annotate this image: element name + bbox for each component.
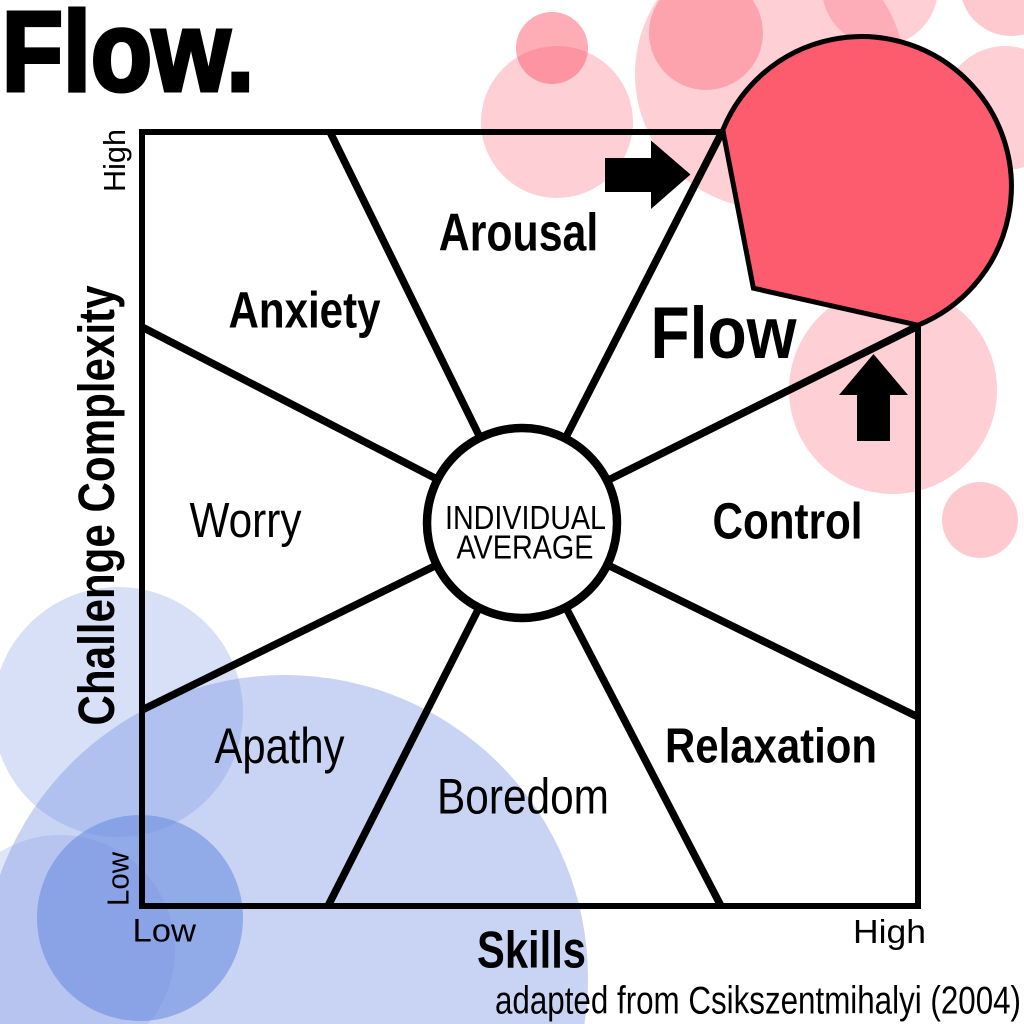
svg-text:Worry: Worry: [190, 494, 302, 548]
svg-text:AVERAGE: AVERAGE: [457, 529, 594, 566]
svg-text:adapted from Csikszentmihalyi: adapted from Csikszentmihalyi (2004): [495, 980, 1021, 1023]
svg-text:Low: Low: [133, 913, 197, 949]
svg-text:Flow.: Flow.: [2, 0, 254, 115]
svg-text:Apathy: Apathy: [215, 718, 345, 774]
svg-text:Boredom: Boredom: [437, 769, 609, 825]
svg-text:INDIVIDUAL: INDIVIDUAL: [445, 500, 606, 537]
svg-text:Challenge Complexity: Challenge Complexity: [68, 285, 125, 726]
svg-text:Control: Control: [713, 493, 863, 550]
svg-text:High: High: [853, 913, 926, 950]
svg-text:Low: Low: [101, 851, 136, 906]
svg-text:Anxiety: Anxiety: [229, 282, 382, 339]
svg-text:Relaxation: Relaxation: [665, 720, 877, 774]
svg-text:Flow: Flow: [651, 293, 797, 374]
svg-text:Skills: Skills: [477, 922, 586, 980]
svg-text:Arousal: Arousal: [439, 204, 599, 263]
svg-text:High: High: [97, 129, 132, 192]
